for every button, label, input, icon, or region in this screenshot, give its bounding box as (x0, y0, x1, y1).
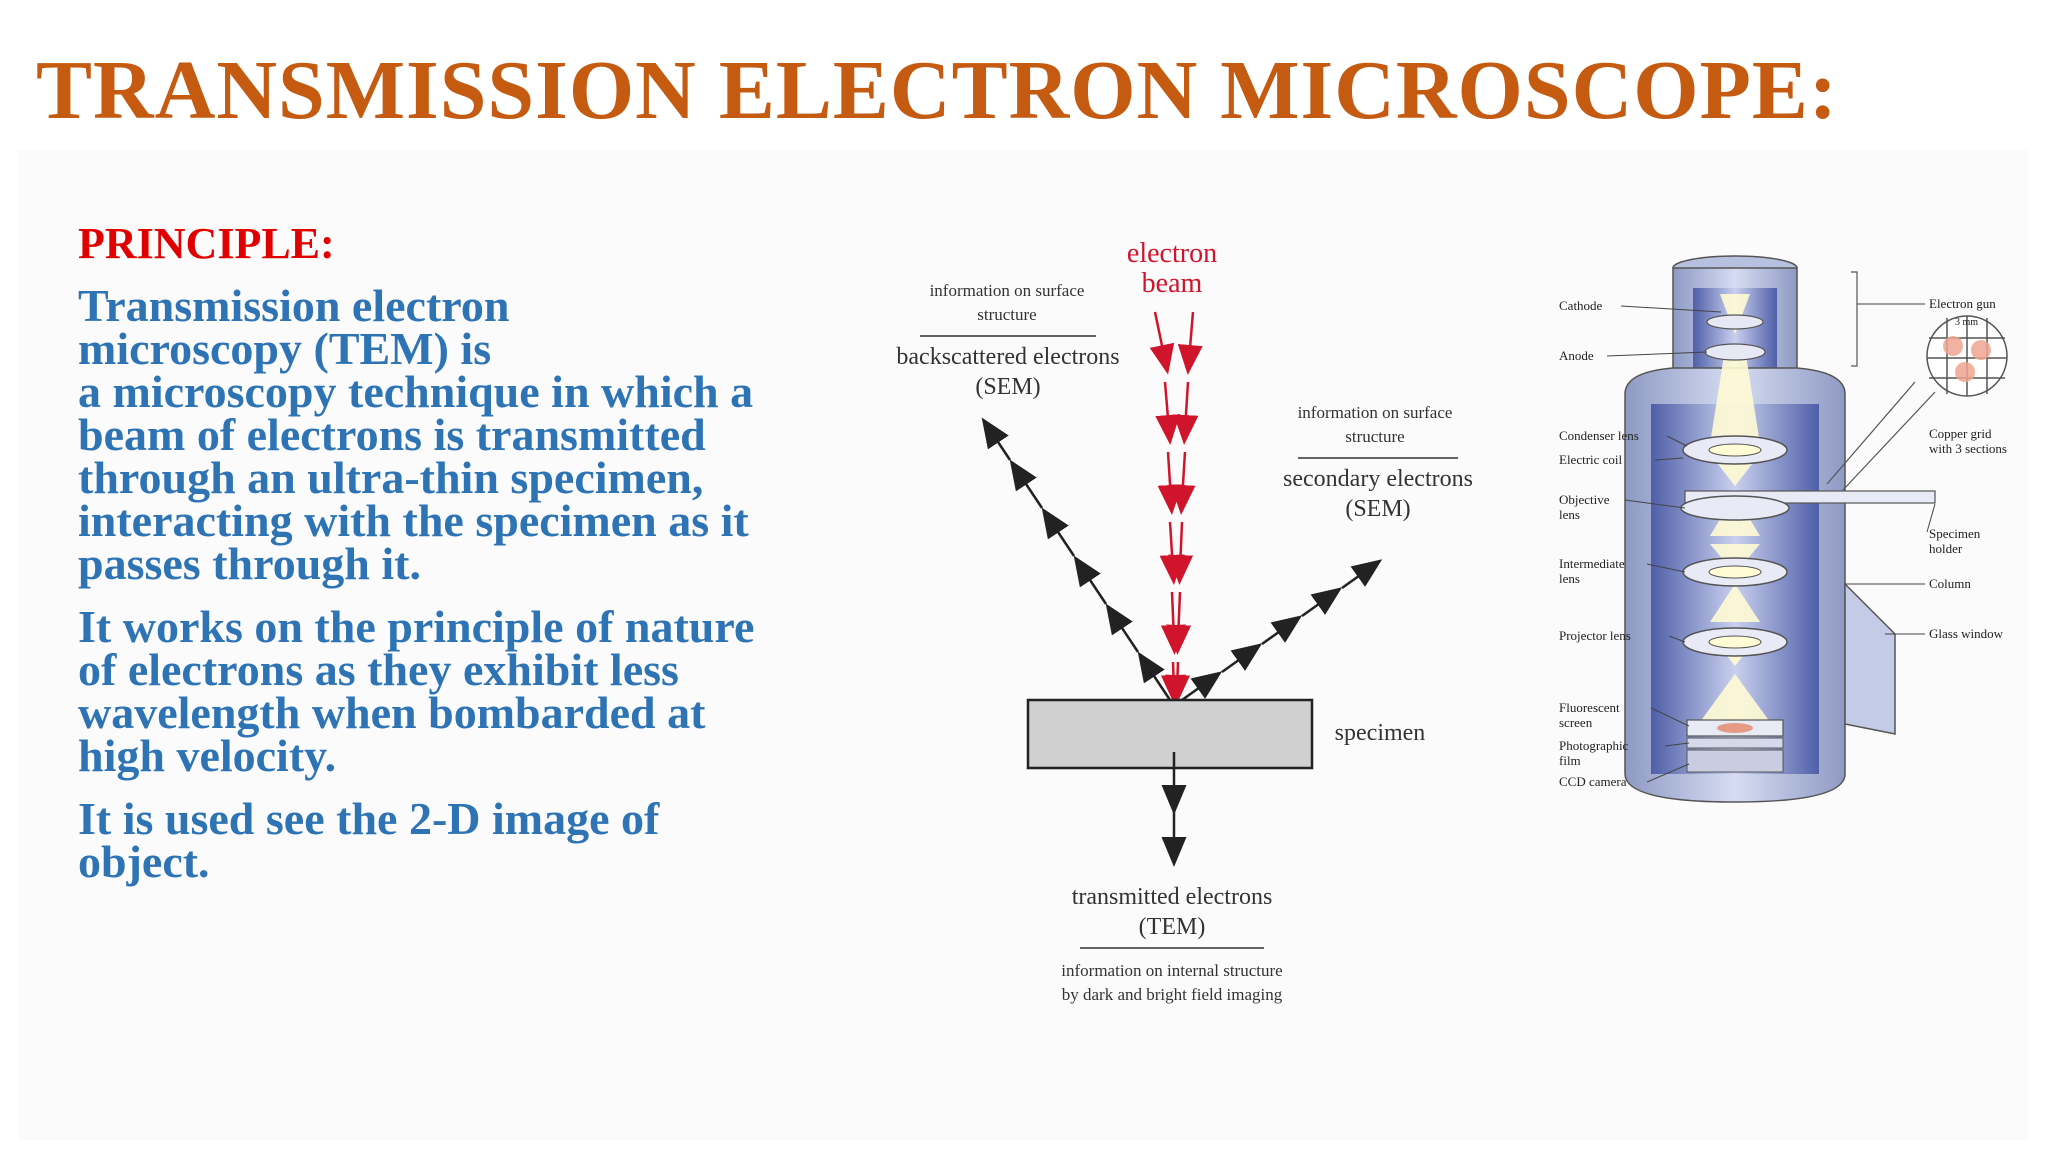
label-fluorescent: Fluorescent (1559, 700, 1620, 715)
beam-cone (1710, 584, 1760, 622)
secondary-label: (SEM) (1345, 496, 1410, 522)
beam-cone (1700, 674, 1770, 722)
label-objective-lens: lens (1559, 507, 1580, 522)
backscattered-label: backscattered electrons (896, 344, 1119, 370)
backscattered-info: structure (977, 305, 1036, 324)
right-leader-lines (1845, 303, 1936, 635)
label-condenser-lens: Condenser lens (1559, 428, 1639, 443)
cathode-disc (1706, 314, 1764, 330)
secondary-info: information on surface (1298, 403, 1453, 422)
paragraph-principle: It works on the principle of nature of e… (78, 601, 755, 781)
label-holder: holder (1929, 541, 1963, 556)
principle-heading: PRINCIPLE: (78, 219, 335, 268)
electron-interaction-diagram: electron beam information on surface str… (896, 238, 1473, 1004)
inset-pointer (1826, 381, 1936, 491)
label-glass-window: Glass window (1929, 626, 2004, 641)
ccd-camera (1686, 749, 1784, 773)
label-projector-lens: Projector lens (1559, 628, 1631, 643)
anode-disc (1704, 343, 1766, 361)
label-copper-grid: Copper grid (1929, 426, 1992, 441)
paragraph-usage: It is used see the 2-D image of object. (78, 793, 660, 887)
label-photographic: Photographic (1559, 738, 1629, 753)
transmitted-info: by dark and bright field imaging (1062, 985, 1283, 1004)
label-objective: Objective (1559, 492, 1610, 507)
condenser-lens-hole (1708, 443, 1762, 457)
label-intermediate-lens: lens (1559, 571, 1580, 586)
incoming-beam-arrows (1149, 311, 1203, 705)
specimen-label: specimen (1335, 720, 1426, 746)
glass-window (1844, 582, 1896, 735)
copper-section (1955, 362, 1975, 382)
label-film: film (1559, 753, 1581, 768)
objective-lens (1680, 495, 1790, 521)
backscattered-info: information on surface (930, 281, 1085, 300)
transmitted-label: (TEM) (1139, 914, 1206, 940)
screen-image (1717, 723, 1753, 733)
label-3mm: 3 mm (1955, 317, 1978, 328)
gun-bracket (1851, 271, 1858, 367)
copper-section (1943, 336, 1963, 356)
transmitted-label: transmitted electrons (1072, 884, 1273, 910)
label-ccd-camera: CCD camera (1559, 774, 1627, 789)
label-column: Column (1929, 576, 1971, 591)
secondary-arrows (1181, 559, 1383, 702)
label-specimen: Specimen (1929, 526, 1981, 541)
label-intermediate: Intermediate (1559, 556, 1625, 571)
principle-body: Transmission electron microscopy (TEM) i… (78, 280, 878, 903)
specimen-block (1026, 698, 1314, 770)
copper-section (1971, 340, 1991, 360)
intermediate-lens-hole (1708, 565, 1762, 579)
electron-beam-label: electron (1127, 238, 1217, 269)
label-electron-gun: Electron gun (1929, 296, 1996, 311)
transmitted-info: information on internal structure (1061, 961, 1282, 980)
left-leader-lines (1606, 305, 1722, 783)
beam-cone (1710, 349, 1760, 444)
label-anode: Anode (1559, 348, 1594, 363)
backscattered-label: (SEM) (975, 374, 1040, 400)
electron-beam-label: beam (1142, 268, 1203, 299)
photographic-film (1686, 737, 1784, 749)
beam-cone (1720, 294, 1750, 334)
slide-title: TRANSMISSION ELECTRON MICROSCOPE: (36, 44, 1838, 137)
paragraph-definition: Transmission electron microscopy (TEM) i… (78, 280, 754, 589)
secondary-info: structure (1345, 427, 1404, 446)
projector-lens-hole (1708, 635, 1762, 649)
label-electric-coil: Electric coil (1559, 452, 1623, 467)
backscattered-arrows (981, 417, 1172, 701)
label-screen: screen (1559, 715, 1593, 730)
secondary-label: secondary electrons (1283, 466, 1473, 492)
tem-column-diagram: Cathode Anode Condenser lens Electric co… (1559, 255, 2008, 803)
label-cathode: Cathode (1559, 298, 1603, 313)
label-copper-sections: with 3 sections (1929, 441, 2007, 456)
